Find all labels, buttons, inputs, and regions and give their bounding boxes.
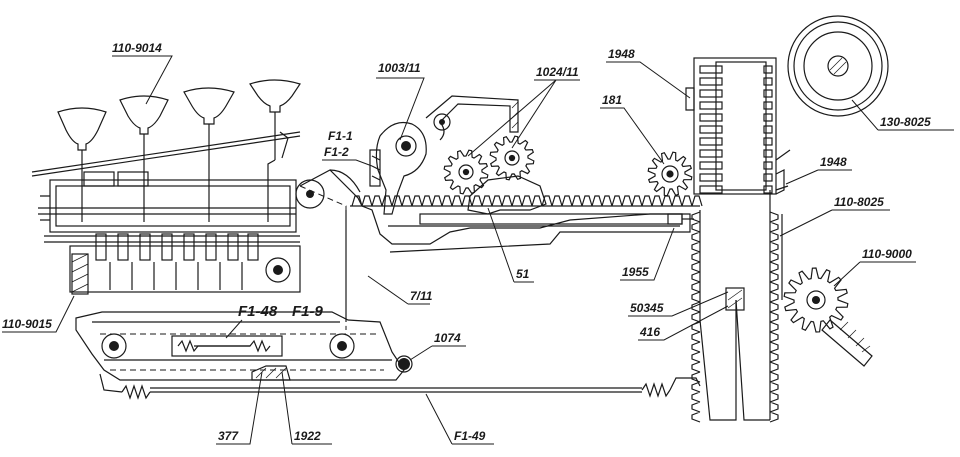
gear-9000 [783, 267, 849, 333]
annotations: 110-9014 1003/11 1024/11 1948 181 130-80… [2, 41, 954, 445]
label-130-8025: 130-8025 [880, 115, 931, 129]
key-assembly [31, 79, 301, 222]
large-wheel [787, 15, 889, 117]
label-51: 51 [516, 267, 530, 281]
rack-bar [350, 195, 703, 227]
label-f1-48: F1-48 [238, 303, 278, 320]
label-1024-11: 1024/11 [536, 65, 579, 79]
label-1948-mid: 1948 [820, 155, 847, 169]
label-110-9015: 110-9015 [2, 317, 52, 331]
label-1922: 1922 [294, 429, 321, 443]
gear-9000-arm [821, 319, 873, 367]
label-377: 377 [218, 429, 239, 443]
counter-drum [685, 57, 791, 195]
gear-181 [647, 151, 693, 197]
label-1003-11: 1003/11 [378, 61, 421, 75]
lower-slide [75, 311, 413, 381]
gear-right [489, 135, 535, 181]
key-4 [249, 79, 301, 222]
vertical-rack-right [769, 190, 783, 423]
gear-left [443, 149, 489, 195]
label-416: 416 [639, 325, 660, 339]
key-3 [183, 87, 235, 222]
vertical-rack-left [691, 210, 770, 423]
gear-pair [443, 135, 547, 215]
label-1948-top: 1948 [608, 47, 635, 61]
pawl-lever [425, 95, 519, 141]
label-181: 181 [602, 93, 622, 107]
label-110-9014: 110-9014 [112, 41, 162, 55]
label-1074: 1074 [434, 331, 461, 345]
detent-lever [369, 121, 427, 215]
label-50345: 50345 [630, 301, 664, 315]
label-f1-2: F1-2 [324, 145, 349, 159]
label-110-9000: 110-9000 [862, 247, 912, 261]
label-110-8025: 110-8025 [834, 195, 884, 209]
label-f1-49: F1-49 [454, 429, 486, 443]
label-f1-1: F1-1 [328, 129, 353, 143]
key-2 [119, 95, 169, 222]
return-spring [99, 373, 701, 400]
label-7-11: 7/11 [410, 289, 433, 303]
label-1955: 1955 [622, 265, 649, 279]
label-f1-9: F1-9 [292, 303, 324, 320]
key-lever-frame [38, 171, 301, 295]
